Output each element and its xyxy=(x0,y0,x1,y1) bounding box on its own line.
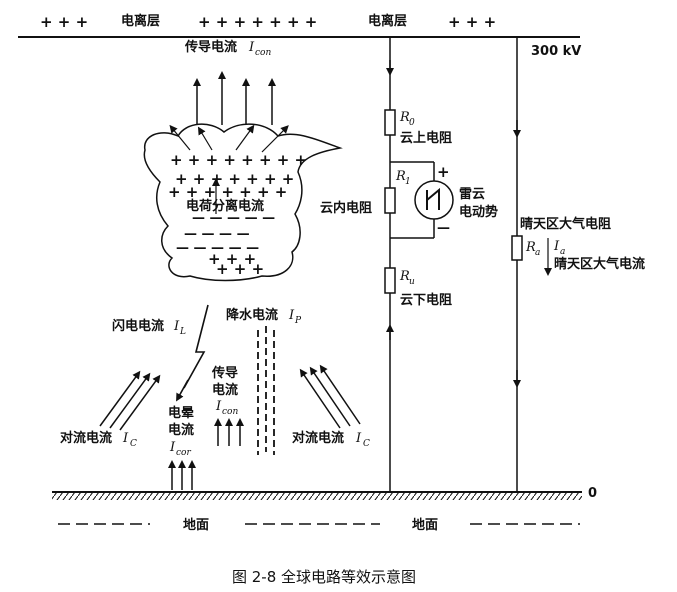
conduction-low-arrows xyxy=(214,418,244,446)
precipitation-symbol: I xyxy=(288,308,295,323)
conduction-low-sub: con xyxy=(222,407,238,417)
conduction-low-label-2: 电流 xyxy=(212,382,238,398)
resistor-r1 xyxy=(384,187,396,214)
cloud-plus-row-1: + + + + + + + + xyxy=(170,151,307,169)
r0-symbol: R xyxy=(399,110,410,125)
conduction-top-arrows xyxy=(193,71,276,125)
fair-resistance-label: 晴天区大气电阻 xyxy=(520,216,611,232)
emf-plus: + xyxy=(437,163,450,181)
r1-label: 云内电阻 xyxy=(320,200,372,216)
ionosphere-plus-mid: + + + + + + + xyxy=(198,13,317,31)
ground-label-left: 地面 xyxy=(183,517,209,533)
figure-caption: 图 2-8 全球电路等效示意图 xyxy=(232,568,416,586)
ionosphere-label-right: 电离层 xyxy=(368,13,407,29)
precipitation-sub: P xyxy=(294,316,302,326)
ra-sub: a xyxy=(535,248,540,258)
lightning-arrow xyxy=(176,379,189,402)
ia-symbol: I xyxy=(553,239,560,254)
fair-current-label: 晴天区大气电流 xyxy=(554,256,645,272)
cloud-plus-row-2: + + + + + + + xyxy=(175,170,294,188)
conduction-top-symbol: I xyxy=(248,40,255,55)
convection-right-symbol: I xyxy=(355,431,362,446)
cloud-minus-row-2: — — — — xyxy=(184,227,250,242)
corona-sub: cor xyxy=(176,448,191,458)
precipitation-dashes xyxy=(257,326,275,455)
ia-sub: a xyxy=(560,247,565,257)
resistor-r0 xyxy=(384,109,396,136)
corona-arrows xyxy=(168,460,196,490)
cloud-plus-row-3: + + + + + + + xyxy=(168,183,287,201)
emf-minus: — xyxy=(437,221,450,236)
corona-label-2: 电流 xyxy=(168,422,194,438)
cloud-inner-arrows xyxy=(169,124,289,214)
convection-left-arrows xyxy=(99,370,161,431)
resistor-ra xyxy=(511,235,523,261)
lightning-label: 闪电电流 xyxy=(112,318,164,334)
emf-symbol-icon xyxy=(426,187,440,210)
convection-right-sub: C xyxy=(363,439,370,449)
cloud-minus-row-3: — — — — — xyxy=(176,241,259,256)
voltage-label: 300 kV xyxy=(531,44,581,59)
ionosphere-plus-left: + + + xyxy=(40,13,88,31)
conduction-low-label-1: 传导 xyxy=(211,365,238,381)
thunderstorm-branch xyxy=(389,37,435,492)
convection-left-symbol: I xyxy=(122,431,129,446)
conduction-top-sub: con xyxy=(255,48,271,58)
r0-sub: 0 xyxy=(409,118,415,128)
cloud-bottom-plus-2: + + + xyxy=(216,260,264,278)
emf-label-1: 雷云 xyxy=(459,186,485,202)
precipitation-label: 降水电流 xyxy=(226,307,278,323)
conduction-low-symbol: I xyxy=(215,399,222,414)
convection-right-label: 对流电流 xyxy=(292,430,344,446)
emf-label-2: 电动势 xyxy=(459,204,498,220)
r0-label: 云上电阻 xyxy=(400,130,452,146)
lightning-symbol: I xyxy=(173,319,180,334)
convection-left-sub: C xyxy=(130,439,137,449)
ionosphere-label-left: 电离层 xyxy=(121,13,160,29)
cloud-minus-row-1: — — — — — xyxy=(192,211,275,226)
lightning-sub: L xyxy=(179,327,186,337)
corona-label-1: 电晕 xyxy=(168,405,194,421)
emf-source xyxy=(414,180,454,220)
ionosphere-plus-right: + + + xyxy=(448,13,496,31)
corona-symbol: I xyxy=(169,440,176,455)
convection-left-label: 对流电流 xyxy=(60,430,112,446)
ru-label: 云下电阻 xyxy=(400,292,452,308)
zero-label: 0 xyxy=(588,486,597,501)
thundercloud xyxy=(143,123,343,282)
r1-symbol: R xyxy=(395,169,406,184)
lightning-bolt xyxy=(183,304,209,389)
conduction-top-label: 传导电流 xyxy=(184,39,237,55)
convection-right-arrows xyxy=(299,364,361,429)
ground-hatch xyxy=(52,492,582,500)
cloud-bottom-plus-1: + + + xyxy=(208,250,256,268)
r1-sub: 1 xyxy=(405,177,411,187)
charge-separation-label: 电荷分离电流 xyxy=(186,198,264,214)
ru-sub: u xyxy=(409,277,415,287)
ru-symbol: R xyxy=(399,269,410,284)
resistor-ru xyxy=(384,267,396,294)
ground-label-right: 地面 xyxy=(412,517,438,533)
ra-symbol: R xyxy=(525,240,536,255)
